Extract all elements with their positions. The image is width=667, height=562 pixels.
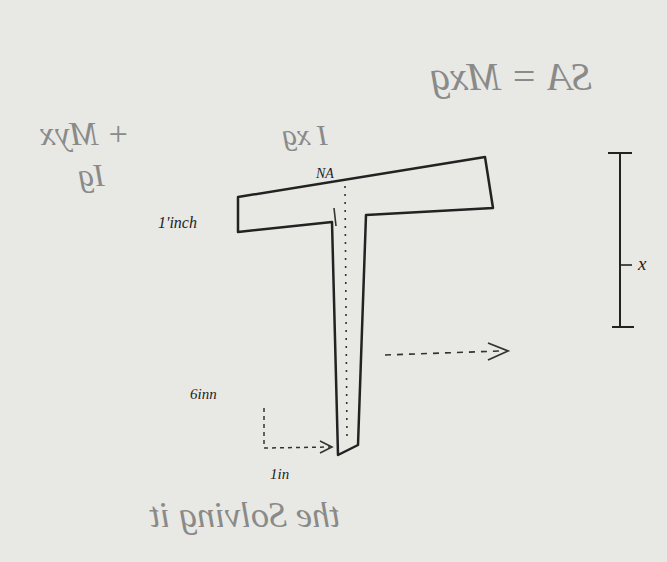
arrow-head [320, 441, 332, 453]
bleed-through-note: + Myx [40, 115, 130, 152]
dashed-arrow-line [385, 351, 500, 355]
dimension-leader [264, 447, 330, 448]
arrow-head [488, 343, 508, 360]
dimension-label: x [638, 254, 646, 275]
dimension-bracket [608, 152, 632, 154]
bleed-through-note: SA = Mxg [430, 55, 592, 99]
dimension-bracket [612, 326, 634, 328]
dimension-label: 1'inch [158, 214, 197, 232]
bleed-through-note: I xg [282, 118, 328, 151]
dimension-bracket [619, 153, 621, 327]
dimension-label: 6inn [190, 386, 217, 403]
center-line [345, 186, 347, 440]
t-section-outline [238, 157, 493, 455]
dimension-leader [263, 408, 265, 448]
dimension-label: 1in [270, 466, 289, 483]
bleed-through-note: the Solving it [150, 496, 340, 536]
axis-label: NA [316, 166, 334, 181]
dimension-tick [620, 264, 632, 266]
na-tick [334, 208, 336, 226]
bleed-through-note: Ig [78, 158, 105, 193]
